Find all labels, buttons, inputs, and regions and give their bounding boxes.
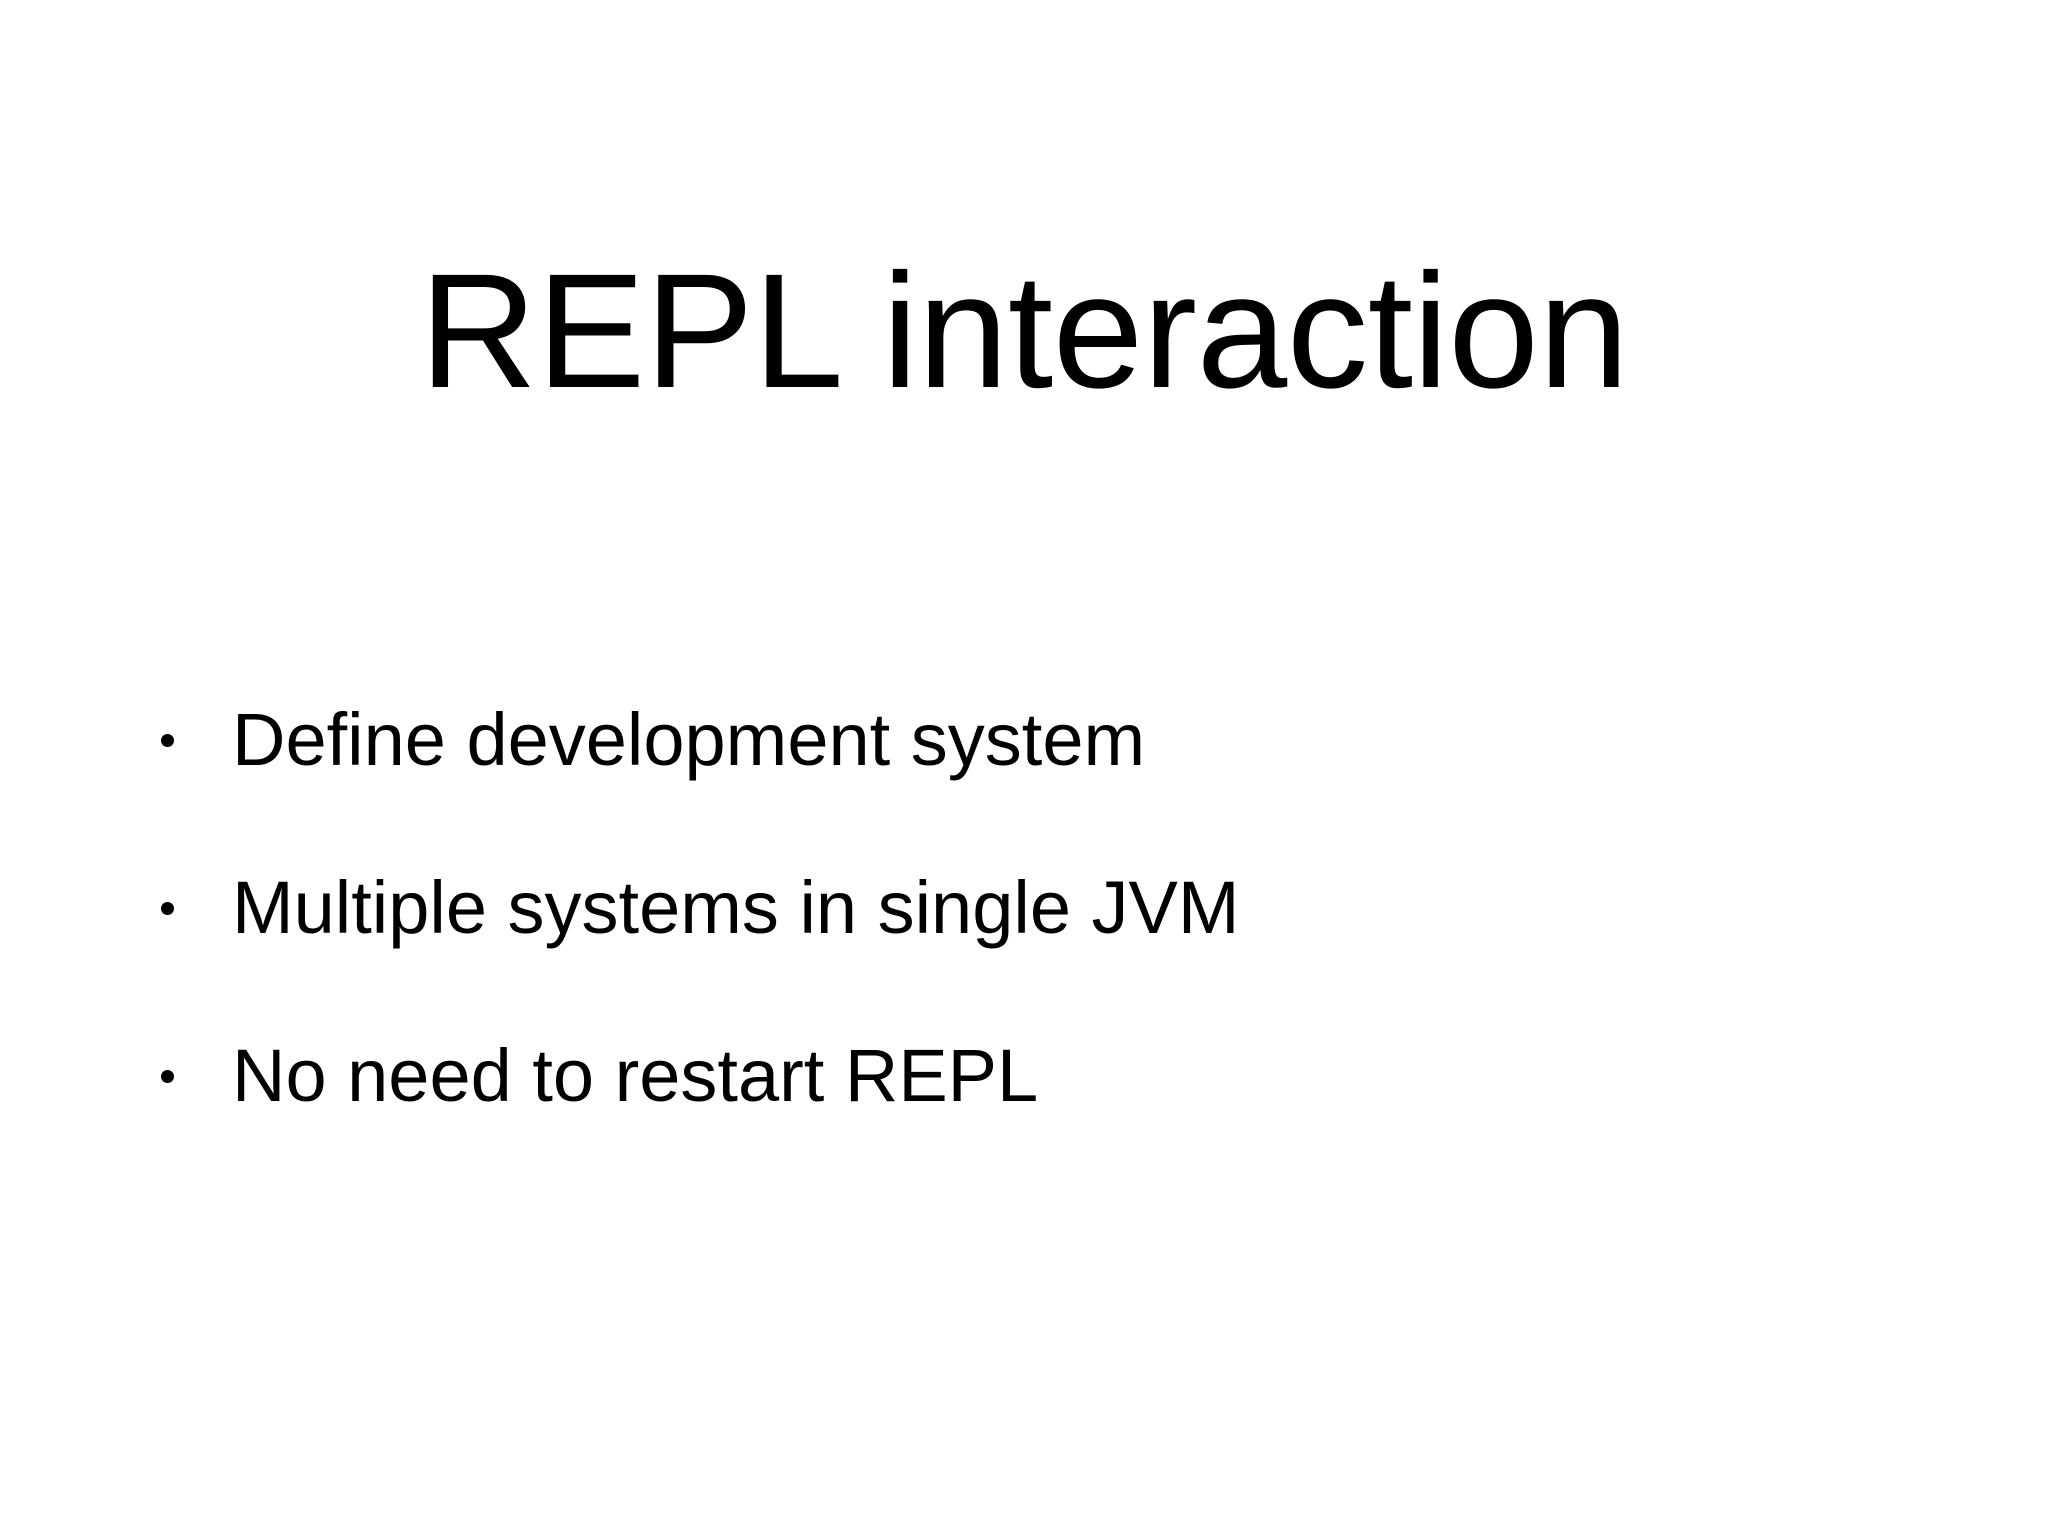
bullet-list: Define development system Multiple syste… — [150, 690, 1910, 1194]
slide-title: REPL interaction — [419, 239, 1629, 423]
list-item: Multiple systems in single JVM — [150, 858, 1910, 1026]
bullet-dot-icon — [161, 734, 174, 747]
list-item-label: Define development system — [232, 698, 1146, 781]
list-item-label: No need to restart REPL — [232, 1034, 1039, 1117]
list-item: No need to restart REPL — [150, 1026, 1910, 1194]
list-item: Define development system — [150, 690, 1910, 858]
bullet-dot-icon — [161, 1070, 174, 1083]
list-item-label: Multiple systems in single JVM — [232, 866, 1240, 949]
bullet-dot-icon — [161, 902, 174, 915]
